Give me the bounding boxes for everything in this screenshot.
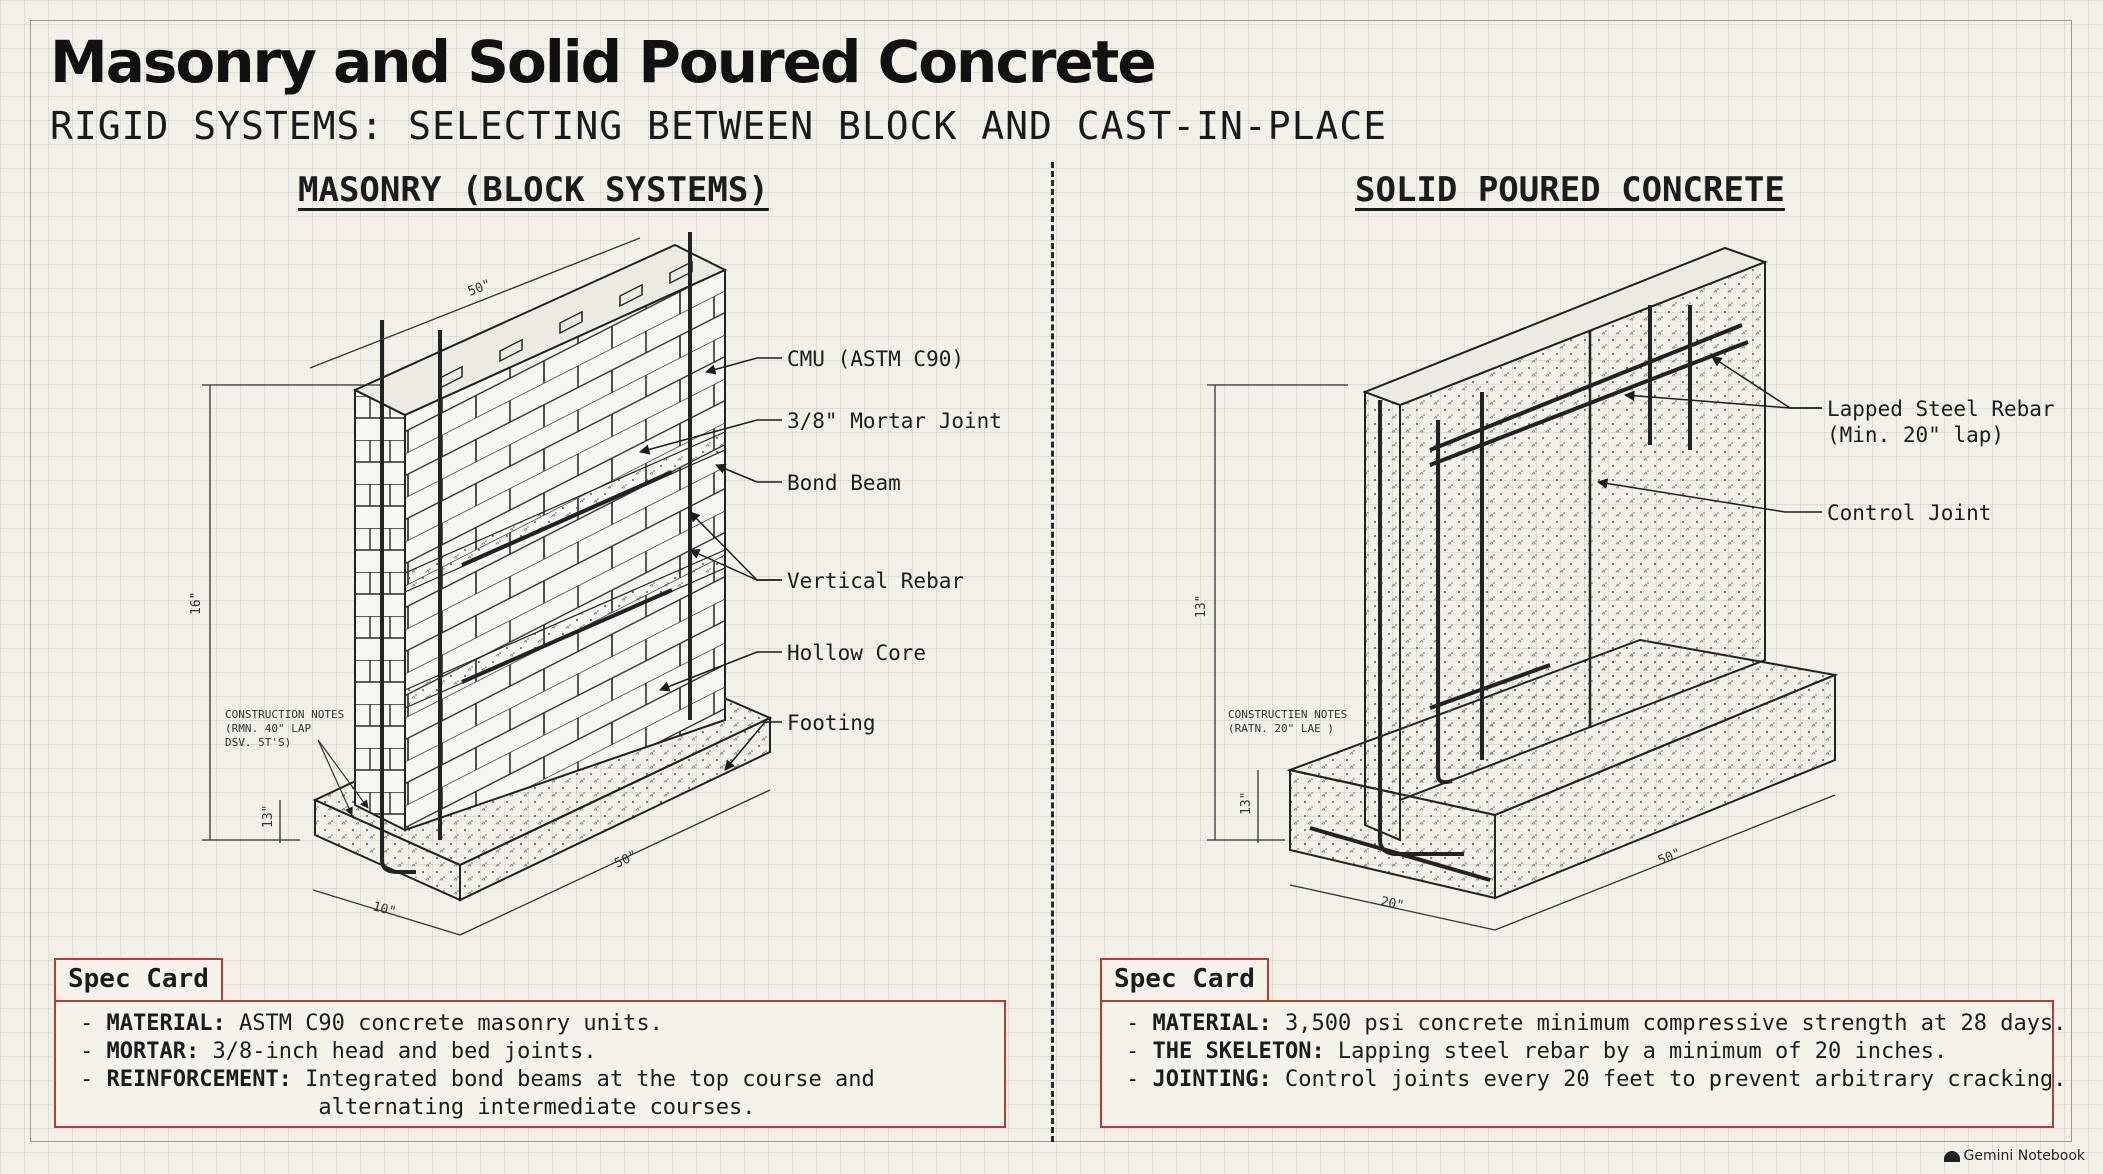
callout-lap-length: (Min. 20" lap) xyxy=(1827,423,2004,447)
callout-control-joint: Control Joint xyxy=(1827,501,1991,525)
masonry-dim-height: 16" xyxy=(189,592,204,615)
masonry-notes-line1: (RMN. 40" LAP xyxy=(225,722,311,735)
masonry-wall-top xyxy=(352,243,728,417)
concrete-dim-height: 13" xyxy=(1194,595,1209,618)
concrete-notes-line1: (RATN. 20" LAE ) xyxy=(1228,722,1334,735)
callout-hollow-core: Hollow Core xyxy=(787,641,926,665)
concrete-spec-line: - MATERIAL: 3,500 psi concrete minimum c… xyxy=(1126,1011,2067,1036)
masonry-dim-length: 50" xyxy=(466,277,493,300)
concrete-spec-line: - JOINTING: Control joints every 20 feet… xyxy=(1126,1067,2067,1092)
masonry-dim-footing-length: 50" xyxy=(612,848,640,872)
callout-cmu: CMU (ASTM C90) xyxy=(787,347,964,371)
masonry-dim-footing-width: 10" xyxy=(371,899,398,920)
callout-bond-beam: Bond Beam xyxy=(787,471,901,495)
concrete-spec-tab: Spec Card xyxy=(1100,958,1269,1002)
concrete-wall-end xyxy=(1364,390,1401,842)
concrete-dim-footing-width: 20" xyxy=(1379,894,1405,914)
concrete-drawing: 13" 13" 20" 50" CONSTRUCTIEN NOTES (RATN… xyxy=(1194,246,2055,931)
vertical-rebar xyxy=(380,232,692,874)
masonry-spec-line: - MATERIAL: ASTM C90 concrete masonry un… xyxy=(80,1011,663,1036)
page-subtitle: RIGID SYSTEMS: SELECTING BETWEEN BLOCK A… xyxy=(50,104,1388,148)
concrete-notes-title: CONSTRUCTIEN NOTES xyxy=(1228,708,1347,721)
page-title: Masonry and Solid Poured Concrete xyxy=(50,28,1157,96)
lapped-rebar xyxy=(1309,305,1749,882)
concrete-spec-line: - THE SKELETON: Lapping steel rebar by a… xyxy=(1126,1039,1948,1064)
masonry-drawing: 50" 16" 13" 10" 50" CONSTRUCTION NOTES (… xyxy=(189,232,1002,936)
center-divider xyxy=(1051,162,1054,1142)
concrete-spec-card: - MATERIAL: 3,500 psi concrete minimum c… xyxy=(1100,1000,2067,1128)
concrete-wall-top xyxy=(1362,246,1768,407)
callout-lapped-rebar: Lapped Steel Rebar xyxy=(1827,397,2055,421)
notebook-logo-icon xyxy=(1943,1150,1960,1162)
concrete-dim-footing-length: 50" xyxy=(1656,846,1683,869)
masonry-dim-footing-height: 13" xyxy=(261,805,276,828)
masonry-spec-card: - MATERIAL: ASTM C90 concrete masonry un… xyxy=(54,1000,1006,1128)
footer-brand-label: Gemini Notebook xyxy=(1963,1148,2085,1164)
bond-beam-upper xyxy=(404,431,726,593)
masonry-notes-title: CONSTRUCTION NOTES xyxy=(225,708,344,721)
callout-vertical-rebar: Vertical Rebar xyxy=(787,569,964,593)
callout-mortar-joint: 3/8" Mortar Joint xyxy=(787,409,1002,433)
masonry-spec-line: - REINFORCEMENT: Integrated bond beams a… xyxy=(80,1067,875,1092)
bond-beam-lower xyxy=(404,549,726,709)
masonry-spec-line: - MORTAR: 3/8-inch head and bed joints. xyxy=(80,1039,597,1064)
concrete-dim-footing-height: 13" xyxy=(1239,792,1254,815)
masonry-heading: MASONRY (BLOCK SYSTEMS) xyxy=(298,170,769,210)
callout-footing: Footing xyxy=(787,711,876,735)
concrete-heading: SOLID POURED CONCRETE xyxy=(1355,170,1785,210)
footer-brand: Gemini Notebook xyxy=(1943,1148,2085,1164)
masonry-notes-line2: DSV. 5T'S) xyxy=(225,736,291,749)
masonry-spec-tab: Spec Card xyxy=(54,958,223,1002)
masonry-spec-line: alternating intermediate courses. xyxy=(106,1095,756,1120)
